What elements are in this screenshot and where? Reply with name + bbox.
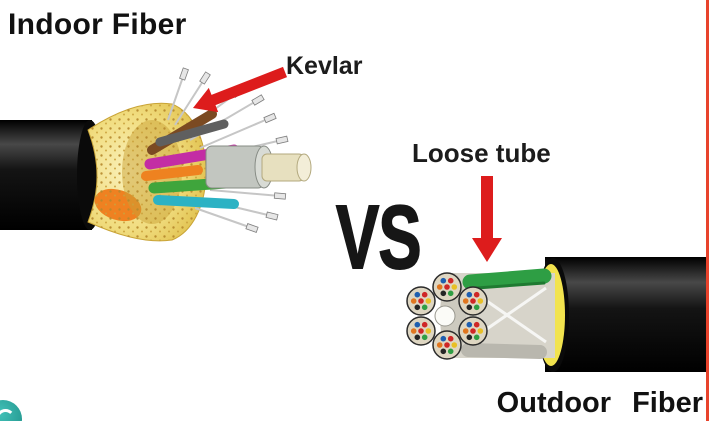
- indoor-cable-illustration: [0, 67, 312, 242]
- loose-tube-label: Loose tube: [412, 138, 551, 168]
- logo-badge: [0, 400, 22, 421]
- gray-loose-tube: [461, 343, 547, 359]
- kevlar-arrow-icon: [193, 66, 287, 113]
- outdoor-cable-jacket: [545, 257, 707, 372]
- central-tube-and-strength-member: [205, 145, 312, 189]
- central-strength-member: [434, 305, 456, 327]
- green-loose-tube: [462, 268, 552, 290]
- loose-tube-arrow-icon: [472, 176, 502, 262]
- outdoor-cable-illustration: [406, 257, 707, 372]
- indoor-fiber-title: Indoor Fiber: [8, 8, 187, 41]
- versus-text: VS: [335, 188, 422, 288]
- kevlar-label: Kevlar: [286, 52, 363, 80]
- logo-glyph: [0, 409, 15, 421]
- right-edge-strip: [706, 0, 709, 421]
- indoor-cable-jacket: [0, 120, 92, 230]
- outdoor-fiber-title: Outdoor Fiber: [496, 387, 703, 419]
